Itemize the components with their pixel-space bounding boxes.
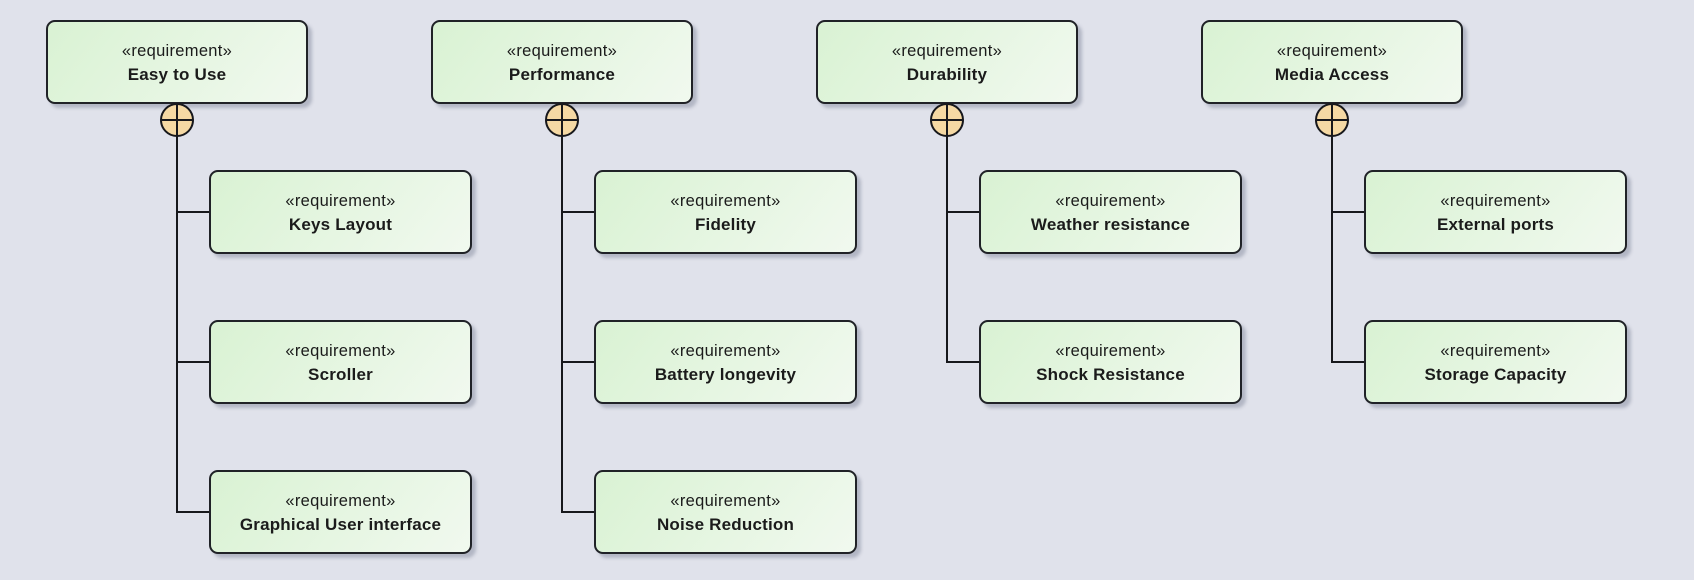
node-name: Noise Reduction bbox=[656, 514, 795, 534]
containment-branch-line bbox=[946, 211, 981, 213]
containment-branch-line bbox=[1331, 211, 1366, 213]
child-requirement-node-scroller[interactable]: «requirement» Scroller bbox=[209, 320, 472, 404]
child-requirement-node-external-ports[interactable]: «requirement» External ports bbox=[1364, 170, 1627, 254]
node-stereotype: «requirement» bbox=[1055, 341, 1166, 360]
parent-requirement-node-media-access[interactable]: «requirement» Media Access bbox=[1201, 20, 1463, 104]
node-stereotype: «requirement» bbox=[891, 41, 1003, 60]
node-name: Battery longevity bbox=[654, 364, 797, 384]
node-stereotype: «requirement» bbox=[670, 491, 781, 510]
child-requirement-node-weather-resistance[interactable]: «requirement» Weather resistance bbox=[979, 170, 1242, 254]
node-stereotype: «requirement» bbox=[285, 491, 396, 510]
node-name: Keys Layout bbox=[288, 214, 393, 234]
parent-requirement-node-durability[interactable]: «requirement» Durability bbox=[816, 20, 1078, 104]
node-name: Storage Capacity bbox=[1424, 364, 1567, 384]
containment-connector-icon[interactable] bbox=[544, 102, 580, 138]
node-stereotype: «requirement» bbox=[670, 191, 781, 210]
child-requirement-node-noise-reduction[interactable]: «requirement» Noise Reduction bbox=[594, 470, 857, 554]
containment-branch-line bbox=[561, 211, 596, 213]
containment-trunk-line bbox=[176, 136, 178, 513]
containment-branch-line bbox=[946, 361, 981, 363]
containment-branch-line bbox=[176, 511, 211, 513]
node-stereotype: «requirement» bbox=[1055, 191, 1166, 210]
child-requirement-node-storage-capacity[interactable]: «requirement» Storage Capacity bbox=[1364, 320, 1627, 404]
node-name: Shock Resistance bbox=[1036, 364, 1185, 384]
parent-requirement-node-easy-to-use[interactable]: «requirement» Easy to Use bbox=[46, 20, 308, 104]
containment-trunk-line bbox=[946, 136, 948, 363]
node-name: Durability bbox=[906, 64, 988, 84]
containment-branch-line bbox=[176, 361, 211, 363]
containment-branch-line bbox=[1331, 361, 1366, 363]
containment-connector-icon[interactable] bbox=[159, 102, 195, 138]
node-stereotype: «requirement» bbox=[285, 341, 396, 360]
containment-branch-line bbox=[561, 361, 596, 363]
node-stereotype: «requirement» bbox=[670, 341, 781, 360]
node-name: External ports bbox=[1436, 214, 1555, 234]
containment-connector-icon[interactable] bbox=[1314, 102, 1350, 138]
containment-branch-line bbox=[561, 511, 596, 513]
node-stereotype: «requirement» bbox=[1276, 41, 1388, 60]
node-name: Weather resistance bbox=[1030, 214, 1191, 234]
node-stereotype: «requirement» bbox=[506, 41, 618, 60]
node-stereotype: «requirement» bbox=[121, 41, 233, 60]
node-stereotype: «requirement» bbox=[285, 191, 396, 210]
node-stereotype: «requirement» bbox=[1440, 341, 1551, 360]
containment-connector-icon[interactable] bbox=[929, 102, 965, 138]
node-name: Performance bbox=[508, 64, 616, 84]
node-stereotype: «requirement» bbox=[1440, 191, 1551, 210]
node-name: Media Access bbox=[1274, 64, 1390, 84]
containment-trunk-line bbox=[561, 136, 563, 513]
child-requirement-node-shock-resistance[interactable]: «requirement» Shock Resistance bbox=[979, 320, 1242, 404]
node-name: Fidelity bbox=[694, 214, 757, 234]
containment-branch-line bbox=[176, 211, 211, 213]
containment-trunk-line bbox=[1331, 136, 1333, 363]
child-requirement-node-battery-longevity[interactable]: «requirement» Battery longevity bbox=[594, 320, 857, 404]
child-requirement-node-fidelity[interactable]: «requirement» Fidelity bbox=[594, 170, 857, 254]
child-requirement-node-keys-layout[interactable]: «requirement» Keys Layout bbox=[209, 170, 472, 254]
node-name: Graphical User interface bbox=[239, 514, 442, 534]
child-requirement-node-graphical-user-interface[interactable]: «requirement» Graphical User interface bbox=[209, 470, 472, 554]
node-name: Easy to Use bbox=[127, 64, 227, 84]
parent-requirement-node-performance[interactable]: «requirement» Performance bbox=[431, 20, 693, 104]
node-name: Scroller bbox=[308, 364, 373, 384]
